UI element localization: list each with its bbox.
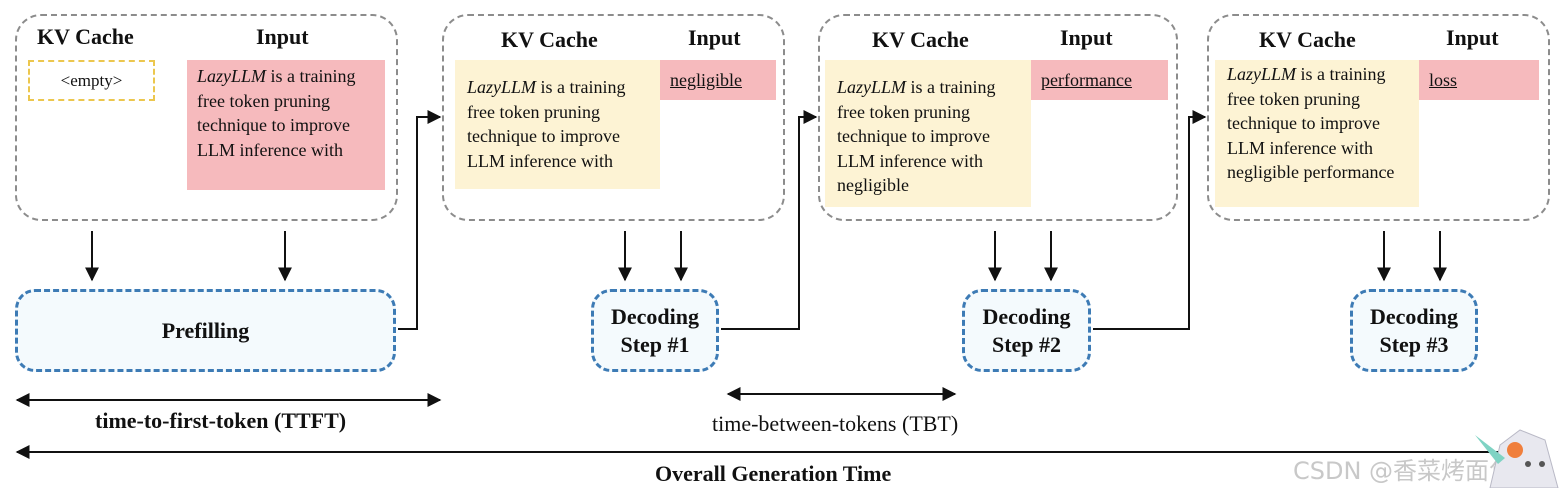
cache-text: is a training free token pruning techniq… — [1227, 64, 1395, 182]
input-token-box: performance — [1031, 60, 1168, 100]
kv-cache-text-box: LazyLLM is a training free token pruning… — [825, 60, 1031, 207]
input-header: Input — [1060, 25, 1113, 50]
csdn-watermark: CSDN @香菜烤面包 — [1293, 457, 1514, 485]
decoding-label: Decoding — [1370, 303, 1458, 329]
model-name: LazyLLM — [837, 77, 907, 97]
input-header: Input — [256, 24, 309, 49]
step-label: Step #2 — [991, 331, 1062, 357]
input-token: performance — [1041, 70, 1132, 90]
kv-cache-header: KV Cache — [37, 24, 134, 49]
input-token: loss — [1429, 70, 1458, 90]
cache-text: is a training free token pruning techniq… — [467, 77, 626, 171]
input-header: Input — [1446, 25, 1499, 50]
input-text: is a training free token pruning techniq… — [197, 66, 356, 160]
step-label: Step #3 — [1379, 331, 1449, 357]
tbt-label: time-between-tokens (TBT) — [712, 411, 959, 436]
overall-generation-time-label: Overall Generation Time — [655, 461, 892, 486]
input-text-box: LazyLLM is a training free token pruning… — [187, 60, 385, 190]
step-panel-2 — [442, 14, 785, 221]
kv-cache-text-box: LazyLLM is a training free token pruning… — [455, 60, 660, 189]
input-header: Input — [688, 25, 741, 50]
input-token-box: negligible — [660, 60, 776, 100]
step-panel-3 — [818, 14, 1178, 221]
ttft-label: time-to-first-token (TTFT) — [95, 408, 347, 433]
connector-arrow — [1093, 110, 1207, 330]
model-name: LazyLLM — [467, 77, 537, 97]
kv-cache-header: KV Cache — [1259, 27, 1356, 52]
connector-arrow — [398, 110, 442, 330]
input-token-box: loss — [1419, 60, 1539, 100]
kv-cache-text-box: LazyLLM is a training free token pruning… — [1215, 60, 1419, 207]
kv-cache-header: KV Cache — [872, 27, 969, 52]
input-token: negligible — [670, 70, 742, 90]
decoding-label: Decoding — [611, 303, 699, 329]
model-name: LazyLLM — [197, 66, 267, 86]
prefilling-box: Prefilling — [15, 289, 396, 372]
connector-arrow — [721, 110, 818, 330]
model-name: LazyLLM — [1227, 64, 1297, 84]
step-panel-4 — [1207, 14, 1550, 221]
mascot-icon — [1470, 420, 1560, 489]
kv-cache-header: KV Cache — [501, 27, 598, 52]
decoding-label: Decoding — [982, 303, 1071, 329]
cache-text: is a training free token pruning techniq… — [837, 77, 996, 195]
step-label: Step #1 — [620, 331, 690, 357]
step-panel-1 — [15, 14, 398, 221]
prefilling-label: Prefilling — [161, 317, 250, 343]
kv-cache-empty: <empty> — [28, 60, 155, 101]
